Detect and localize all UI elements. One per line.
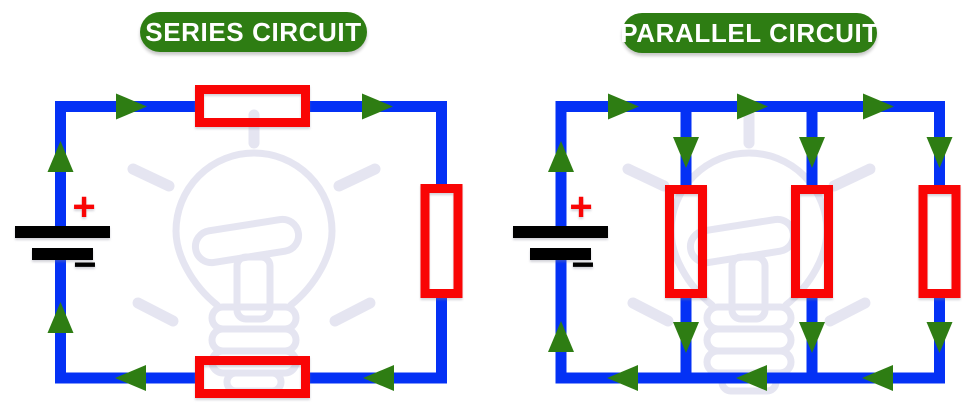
battery-positive-label: + [569, 185, 592, 229]
current-arrow-icon [47, 141, 74, 172]
series-current-arrows [47, 93, 394, 391]
current-arrow-icon [673, 137, 699, 168]
resistor-right [420, 184, 463, 298]
current-arrow-icon [548, 141, 574, 172]
current-arrow-icon [863, 93, 894, 120]
parallel-circuit-title: PARALLEL CIRCUIT [620, 17, 879, 48]
battery-positive-plate [15, 226, 110, 238]
current-arrow-icon [608, 93, 639, 120]
battery-negative-plate [32, 248, 93, 260]
resistor-top [195, 85, 310, 127]
current-arrow-icon [362, 93, 393, 120]
current-arrow-icon [115, 365, 146, 391]
series-circuit: + − [15, 85, 463, 398]
battery-negative-label: − [571, 243, 594, 287]
lightbulb-watermark-icon [133, 115, 375, 391]
battery-symbol: + − [513, 185, 608, 287]
current-arrow-icon [116, 93, 147, 120]
battery-negative-plate [530, 248, 591, 260]
parallel-resistors [665, 185, 961, 298]
current-arrow-icon [607, 365, 638, 391]
lightbulb-watermark-icon [628, 115, 870, 391]
resistor-branch-1 [665, 185, 707, 298]
resistor-branch-2 [791, 185, 833, 298]
parallel-circuit-title-badge: PARALLEL CIRCUIT [620, 13, 879, 53]
battery-negative-label: − [73, 243, 96, 287]
current-arrow-icon [548, 321, 574, 352]
current-arrow-icon [47, 302, 74, 333]
resistor-bottom [195, 356, 310, 398]
current-arrow-icon [926, 137, 953, 168]
current-arrow-icon [363, 365, 394, 391]
battery-positive-label: + [72, 185, 95, 229]
series-resistors [195, 85, 463, 398]
battery-symbol: + − [15, 185, 110, 287]
battery-positive-plate [513, 226, 608, 238]
current-arrow-icon [799, 137, 825, 168]
current-arrow-icon [862, 365, 893, 391]
resistor-branch-3 [918, 185, 961, 298]
series-circuit-title: SERIES CIRCUIT [145, 16, 362, 47]
parallel-circuit: + − [513, 93, 961, 392]
current-arrow-icon [926, 322, 953, 353]
current-arrow-icon [673, 322, 699, 353]
current-arrow-icon [736, 365, 767, 391]
series-circuit-title-badge: SERIES CIRCUIT [140, 12, 367, 52]
current-arrow-icon [799, 322, 825, 353]
